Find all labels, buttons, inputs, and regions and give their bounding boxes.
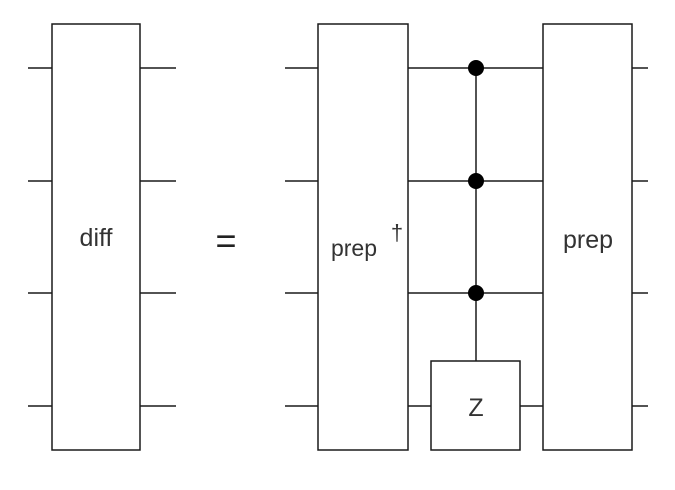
diff-gate-box	[51, 23, 141, 451]
z-gate-label: Z	[468, 394, 483, 422]
dagger-superscript: †	[391, 220, 403, 245]
left-circuit: diff	[28, 23, 176, 451]
prep-gate-label: prep	[563, 226, 613, 254]
prep-dagger-gate-label: prep	[331, 235, 377, 261]
z-gate-box	[430, 360, 521, 451]
diff-gate-label: diff	[80, 224, 113, 252]
equals-sign: =	[215, 220, 236, 261]
prep-gate-box	[542, 23, 633, 451]
control-dot-q3	[468, 285, 484, 301]
control-dot-q1	[468, 60, 484, 76]
prep-dagger-gate-box	[317, 23, 409, 451]
right-circuit: prep † Z prep	[285, 23, 648, 451]
control-dot-q2	[468, 173, 484, 189]
